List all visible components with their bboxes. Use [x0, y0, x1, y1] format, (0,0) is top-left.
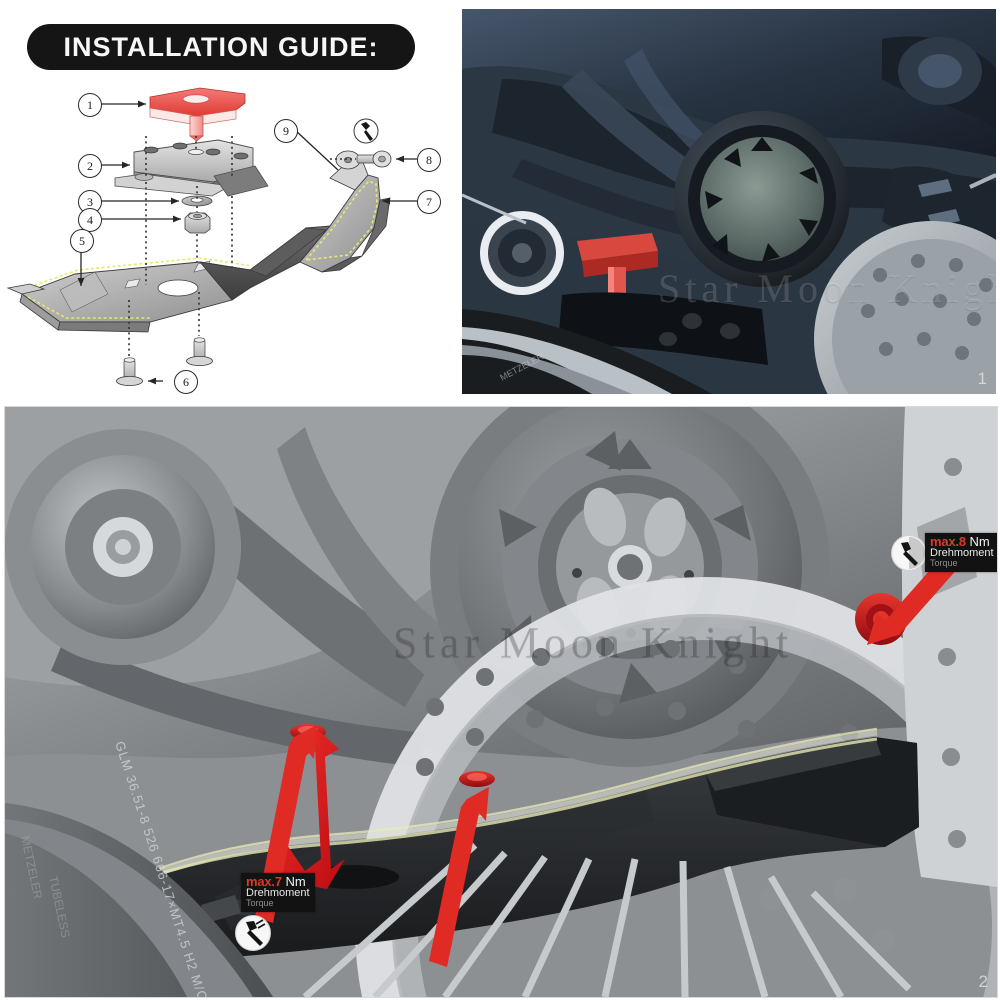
- part-6-flange-bolts: [116, 337, 213, 386]
- torque-value-8: max.8: [930, 534, 966, 549]
- callout-6[interactable]: 6: [174, 370, 198, 394]
- callout-4[interactable]: 4: [78, 208, 102, 232]
- red-bolt-center: [459, 771, 495, 787]
- callout-8[interactable]: 8: [417, 148, 441, 172]
- torque-de-label-7: Drehmoment: [246, 887, 310, 900]
- page-title: INSTALLATION GUIDE:: [63, 31, 379, 62]
- callout-7[interactable]: 7: [417, 190, 441, 214]
- markup-overlay: [255, 553, 959, 967]
- red-arrows-group: [255, 553, 959, 967]
- torque-callout-8nm: max.8 Nm Drehmoment Torque: [925, 533, 997, 572]
- photo-index-1: 1: [977, 369, 987, 388]
- part-7-side-guard-panel: [299, 150, 391, 273]
- leader-arrowheads: [77, 100, 404, 385]
- torque-en-label-8: Torque: [930, 558, 958, 569]
- leader-lines: [80, 103, 417, 382]
- callout-2[interactable]: 2: [78, 154, 102, 178]
- callout-1[interactable]: 1: [78, 93, 102, 117]
- callout-9[interactable]: 9: [274, 119, 298, 143]
- torque-wrench-icon-8nm: [891, 535, 927, 571]
- torque-de-label-8: Drehmoment: [930, 547, 994, 560]
- torque-en-label-7: Torque: [246, 898, 274, 909]
- part-5-main-guard-plate: [6, 225, 332, 333]
- torque-wrench-icon-7nm: [235, 915, 271, 951]
- photo-top-artwork: METZELER: [462, 9, 996, 394]
- torque-unit-7: Nm: [285, 874, 306, 889]
- part-2-upper-bracket: [114, 139, 269, 197]
- torque-wrench-glyph: [893, 537, 925, 569]
- part-1-red-bracket: [149, 87, 246, 142]
- callout-5[interactable]: 5: [70, 229, 94, 253]
- torque-callout-7nm: max.7 Nm Drehmoment Torque: [241, 873, 315, 912]
- page-title-banner: INSTALLATION GUIDE:: [27, 24, 415, 70]
- exploded-parts-diagram: INSTALLATION GUIDE:: [0, 0, 455, 400]
- photo-main-artwork: GLM 36.51-8 526 666-17×MT4.5 H2 M/C TUBE…: [5, 407, 997, 997]
- assembly-axis-lines: [128, 136, 233, 356]
- part-4-spacer-nut: [184, 212, 211, 234]
- torque-value-7: max.7: [246, 874, 282, 889]
- part-8-socket-screw: [330, 118, 392, 168]
- full-assembly-photo[interactable]: GLM 36.51-8 526 666-17×MT4.5 H2 M/C TUBE…: [4, 406, 998, 998]
- diagram-artwork: [6, 87, 417, 386]
- torque-unit-8: Nm: [969, 534, 990, 549]
- part-3-washer: [181, 195, 213, 207]
- installed-detail-photo[interactable]: METZELER Star Moon Knight 1: [461, 8, 997, 395]
- torque-wrench-glyph-2: [237, 917, 269, 949]
- photo-index-2: 2: [978, 972, 988, 991]
